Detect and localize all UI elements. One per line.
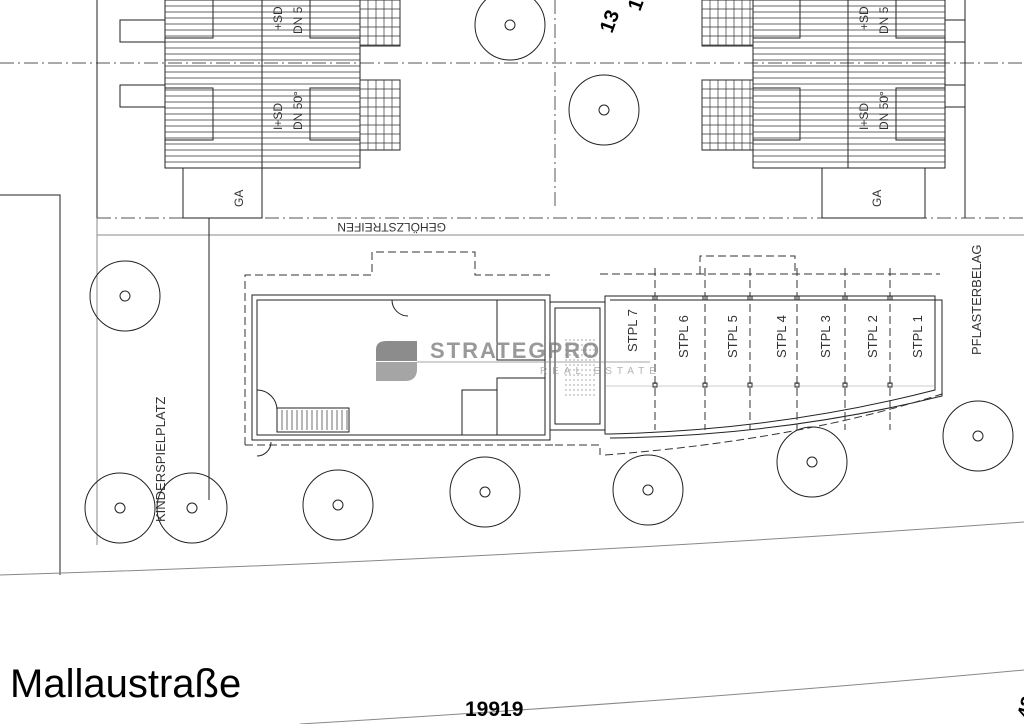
roof-label-left-bottom: I+SD — [271, 103, 285, 130]
roof-label-left-top: +SD — [271, 6, 285, 30]
partial-label-13: 13 — [596, 7, 624, 35]
roof-label-right-bottom: I+SD — [857, 103, 871, 130]
tree-canopy — [474, 0, 546, 61]
watermark-brand: STRATEGPRO — [430, 338, 601, 363]
parking-post — [794, 295, 800, 301]
roof-pitch-left-bottom: DN 50° — [291, 91, 305, 130]
tree-canopy — [612, 454, 684, 526]
parking-post — [702, 295, 708, 301]
tree-canopy — [568, 74, 640, 146]
tree-canopy — [449, 456, 521, 528]
street-name: Mallaustraße — [10, 662, 242, 706]
parking-post — [747, 382, 753, 388]
parking-space-label: STPL 2 — [865, 315, 880, 358]
tree-canopy — [156, 472, 228, 544]
parking-post — [887, 382, 893, 388]
building — [244, 251, 606, 457]
parking-space-label: STPL 3 — [818, 315, 833, 358]
partial-label-42: 42 — [1014, 694, 1024, 721]
tree-trunk — [642, 484, 654, 496]
tree-trunk — [114, 502, 126, 514]
parcel-number: 19919 — [465, 698, 524, 721]
tree-trunk — [332, 499, 344, 511]
parking-area: STPL 7 STPL 6 STPL 5 STPL 4 STPL 3 STPL 2 STPL… — [600, 255, 946, 456]
tree-strip-label: GEHÖLZSTREIFEN — [337, 220, 446, 234]
parking-post — [842, 382, 848, 388]
parking-post — [842, 295, 848, 301]
tree-trunk — [186, 502, 198, 514]
tree-canopy — [84, 472, 156, 544]
tree-trunk — [504, 19, 516, 31]
parking-space-label: STPL 5 — [725, 315, 740, 358]
tree-canopy — [942, 400, 1014, 472]
parking-space-label: STPL 1 — [910, 315, 925, 358]
tree-trunk — [479, 486, 491, 498]
tree-canopy — [302, 469, 374, 541]
parking-post — [702, 382, 708, 388]
trees — [84, 0, 1014, 544]
partial-label-1: 1 — [624, 0, 648, 14]
roof-hatching — [165, 0, 945, 163]
tree-trunk — [972, 430, 984, 442]
tree-trunk — [598, 104, 610, 116]
parking-post — [794, 382, 800, 388]
garage-label-right: GA — [870, 190, 884, 207]
tree-canopy — [776, 426, 848, 498]
parking-space-label: STPL 7 — [625, 309, 640, 352]
parking-space-label: STPL 6 — [676, 315, 691, 358]
roof-pitch-right-bottom: DN 50° — [877, 91, 891, 130]
roof-pitch-right-top: DN 5 — [877, 6, 891, 34]
parking-post — [747, 295, 753, 301]
paving-label: PFLASTERBELAG — [969, 244, 984, 355]
roof-label-right-top: +SD — [857, 6, 871, 30]
parking-post — [887, 295, 893, 301]
parking-space-label: STPL 4 — [774, 315, 789, 358]
watermark-tagline: REAL ESTATE — [540, 366, 661, 377]
tree-canopy — [89, 260, 161, 332]
tree-trunk — [806, 456, 818, 468]
watermark-logo: STRATEGPRO REAL ESTATE — [376, 338, 661, 381]
parking-post — [652, 382, 658, 388]
house-right — [701, 0, 966, 219]
roof-pitch-left-top: DN 5 — [291, 6, 305, 34]
house-left — [119, 0, 401, 219]
garage-label-left: GA — [232, 190, 246, 207]
tree-trunk — [119, 290, 131, 302]
playground-label: KINDERSPIELPLATZ — [153, 396, 168, 522]
parking-post — [652, 295, 658, 301]
